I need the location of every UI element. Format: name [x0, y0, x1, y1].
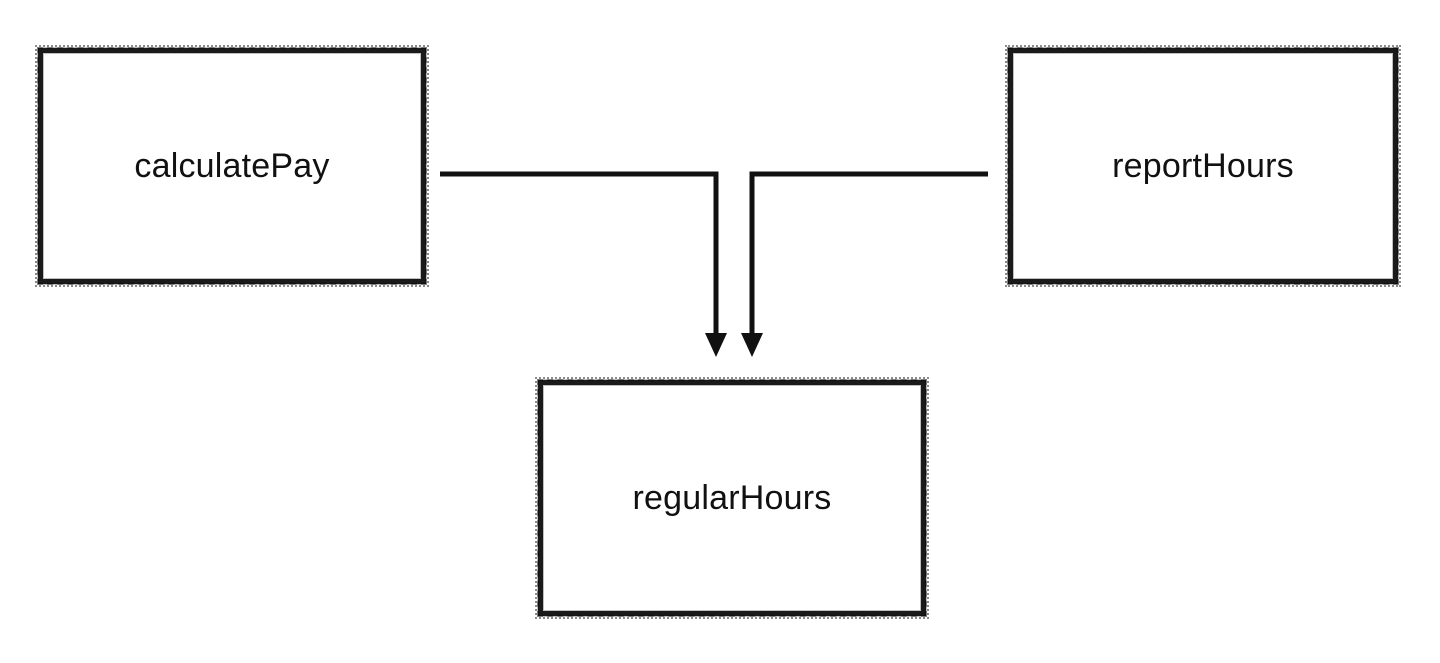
arrowhead-calculate-pay [705, 333, 727, 357]
report-hours-label: reportHours [1112, 146, 1294, 185]
arrow-report-hours-to-regular-hours [741, 171, 988, 357]
calculate-pay-node: calculatePay [35, 45, 429, 287]
report-hours-node: reportHours [1005, 45, 1401, 287]
arrowhead-report-hours [741, 333, 763, 357]
calculate-pay-label: calculatePay [134, 146, 330, 185]
connector-line-report-hours [749, 171, 988, 334]
regular-hours-label: regularHours [632, 478, 832, 517]
arrow-calculate-pay-to-regular-hours [440, 171, 727, 357]
connector-line-calculate-pay [440, 171, 719, 334]
regular-hours-node: regularHours [535, 377, 929, 619]
